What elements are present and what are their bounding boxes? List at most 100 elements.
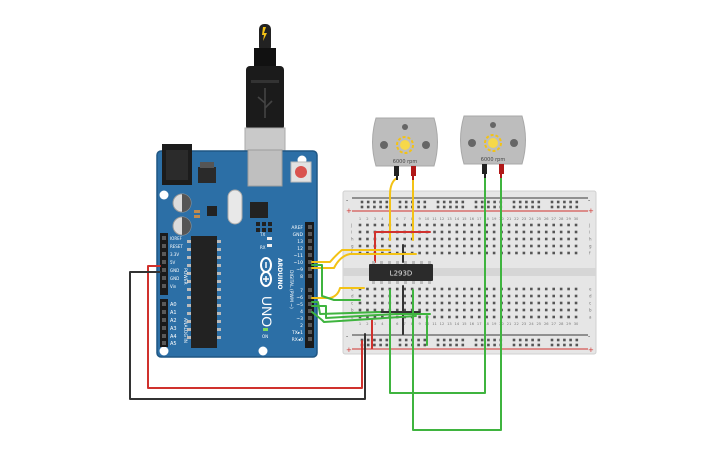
breadboard-hole[interactable] [574, 308, 578, 312]
breadboard-hole[interactable] [463, 308, 466, 312]
breadboard-hole[interactable] [360, 200, 364, 204]
breadboard-hole[interactable] [455, 308, 459, 312]
breadboard-hole[interactable] [470, 237, 474, 241]
breadboard-hole[interactable] [522, 315, 526, 319]
breadboard-hole[interactable] [395, 294, 399, 298]
breadboard-hole[interactable] [485, 287, 488, 291]
breadboard-hole[interactable] [559, 237, 563, 241]
breadboard-hole[interactable] [385, 205, 389, 209]
breadboard-hole[interactable] [417, 338, 420, 342]
breadboard-hole[interactable] [530, 301, 533, 305]
breadboard-hole[interactable] [569, 338, 572, 342]
breadboard-hole[interactable] [449, 200, 452, 204]
breadboard-hole[interactable] [567, 244, 570, 248]
breadboard-hole[interactable] [425, 223, 429, 227]
breadboard-hole[interactable] [404, 343, 408, 347]
breadboard-hole[interactable] [425, 237, 429, 241]
breadboard-hole[interactable] [477, 287, 481, 291]
breadboard-hole[interactable] [470, 287, 474, 291]
breadboard-hole[interactable] [512, 205, 516, 209]
breadboard-hole[interactable] [544, 308, 548, 312]
breadboard-hole[interactable] [522, 287, 526, 291]
breadboard-hole[interactable] [455, 237, 459, 241]
breadboard-hole[interactable] [487, 200, 490, 204]
breadboard-hole[interactable] [358, 301, 362, 305]
breadboard-hole[interactable] [485, 237, 488, 241]
breadboard-hole[interactable] [567, 315, 570, 319]
breadboard-hole[interactable] [381, 301, 384, 305]
breadboard-hole[interactable] [436, 200, 440, 204]
breadboard-hole[interactable] [474, 205, 478, 209]
breadboard-hole[interactable] [379, 338, 382, 342]
breadboard-hole[interactable] [417, 205, 420, 209]
breadboard-hole[interactable] [537, 301, 541, 305]
breadboard-hole[interactable] [507, 237, 511, 241]
breadboard-hole[interactable] [537, 237, 541, 241]
breadboard-hole[interactable] [403, 301, 406, 305]
breadboard-hole[interactable] [485, 251, 488, 255]
breadboard-hole[interactable] [463, 294, 466, 298]
breadboard-hole[interactable] [440, 251, 444, 255]
breadboard-hole[interactable] [455, 287, 459, 291]
breadboard-hole[interactable] [366, 223, 369, 227]
breadboard-hole[interactable] [544, 315, 548, 319]
breadboard-hole[interactable] [493, 343, 496, 347]
breadboard-hole[interactable] [550, 338, 554, 342]
breadboard-hole[interactable] [398, 343, 402, 347]
breadboard-hole[interactable] [455, 205, 458, 209]
breadboard-hole[interactable] [448, 315, 451, 319]
breadboard-hole[interactable] [425, 301, 429, 305]
breadboard-hole[interactable] [556, 200, 560, 204]
breadboard-hole[interactable] [575, 338, 579, 342]
breadboard-hole[interactable] [366, 301, 369, 305]
breadboard-hole[interactable] [515, 244, 518, 248]
breadboard-hole[interactable] [373, 338, 376, 342]
breadboard-hole[interactable] [507, 287, 511, 291]
breadboard-hole[interactable] [455, 251, 459, 255]
breadboard-hole[interactable] [537, 251, 541, 255]
breadboard-hole[interactable] [512, 200, 516, 204]
breadboard-hole[interactable] [552, 251, 555, 255]
breadboard-hole[interactable] [425, 251, 429, 255]
breadboard-hole[interactable] [366, 315, 369, 319]
breadboard-hole[interactable] [410, 244, 414, 248]
breadboard-hole[interactable] [477, 294, 481, 298]
breadboard-hole[interactable] [569, 343, 572, 347]
wire-gnd-black[interactable] [129, 271, 366, 400]
wire-green[interactable] [311, 264, 361, 301]
breadboard-hole[interactable] [563, 338, 566, 342]
breadboard-hole[interactable] [552, 301, 555, 305]
breadboard-hole[interactable] [559, 294, 563, 298]
breadboard-hole[interactable] [373, 223, 377, 227]
breadboard-hole[interactable] [470, 294, 474, 298]
breadboard-hole[interactable] [463, 287, 466, 291]
breadboard-hole[interactable] [442, 338, 446, 342]
breadboard-hole[interactable] [366, 244, 369, 248]
breadboard-hole[interactable] [537, 200, 541, 204]
breadboard-hole[interactable] [522, 308, 526, 312]
breadboard-hole[interactable] [477, 223, 481, 227]
breadboard-hole[interactable] [403, 237, 406, 241]
breadboard-hole[interactable] [574, 294, 578, 298]
breadboard-hole[interactable] [485, 301, 488, 305]
breadboard-hole[interactable] [474, 338, 478, 342]
breadboard-hole[interactable] [358, 237, 362, 241]
breadboard-hole[interactable] [522, 230, 526, 234]
reset-button-cap[interactable] [295, 166, 307, 178]
breadboard-hole[interactable] [418, 315, 421, 319]
breadboard-hole[interactable] [403, 294, 406, 298]
breadboard-hole[interactable] [485, 223, 488, 227]
breadboard-hole[interactable] [417, 200, 420, 204]
breadboard-hole[interactable] [425, 287, 429, 291]
breadboard-hole[interactable] [559, 223, 563, 227]
breadboard-hole[interactable] [550, 205, 554, 209]
breadboard-hole[interactable] [552, 294, 555, 298]
breadboard-hole[interactable] [455, 230, 459, 234]
breadboard-hole[interactable] [455, 294, 459, 298]
breadboard-hole[interactable] [492, 223, 496, 227]
breadboard-hole[interactable] [552, 308, 555, 312]
breadboard-hole[interactable] [493, 338, 496, 342]
wire-green[interactable] [311, 311, 417, 323]
breadboard-hole[interactable] [433, 223, 436, 227]
breadboard-hole[interactable] [455, 244, 459, 248]
